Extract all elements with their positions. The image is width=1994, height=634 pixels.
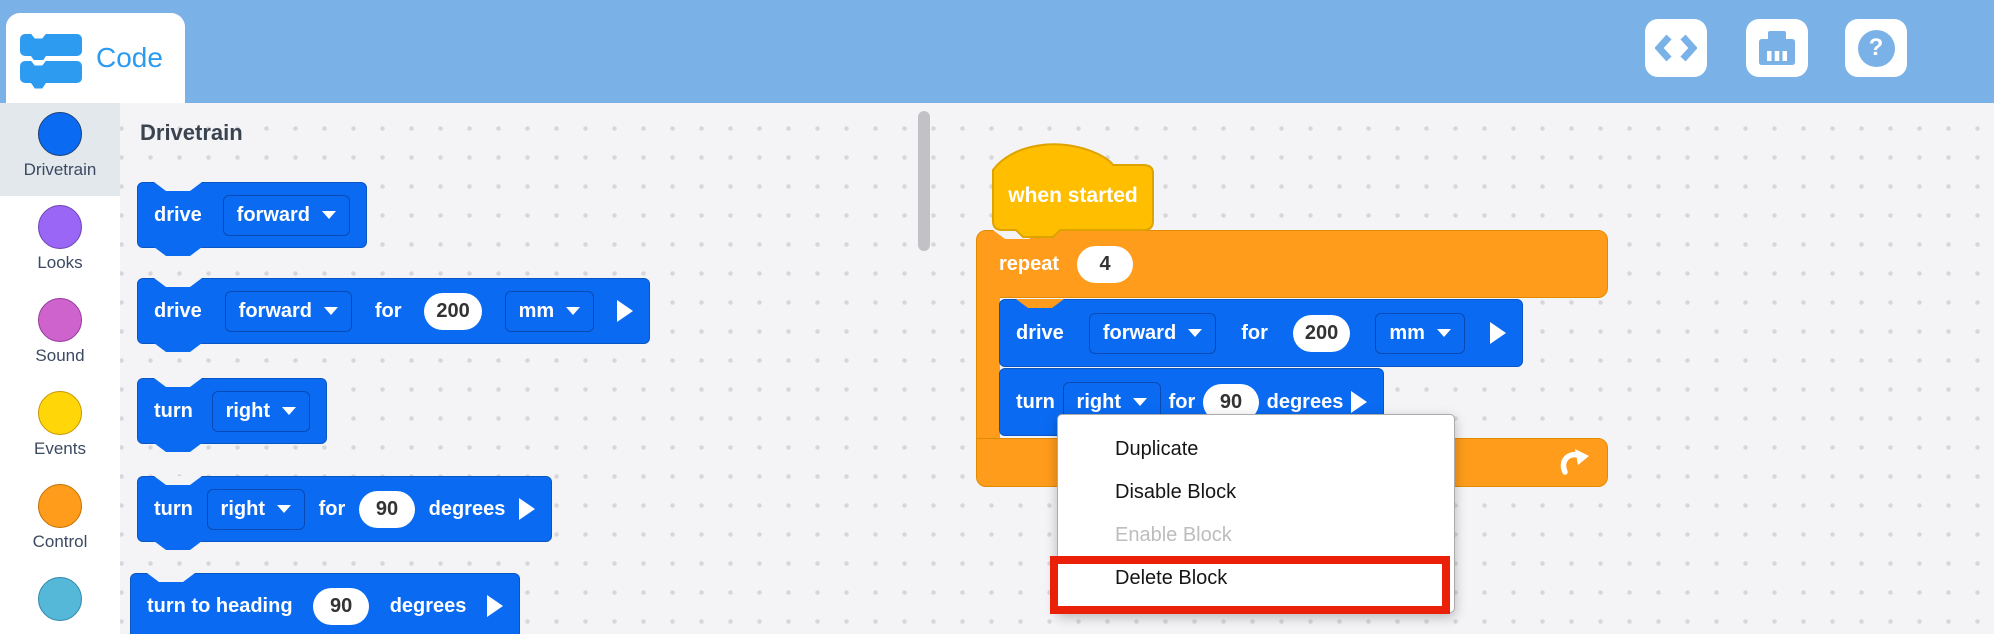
looks-category-icon (38, 205, 82, 249)
unit-dropdown[interactable]: mm (504, 290, 595, 332)
tab-code[interactable]: Code (6, 13, 185, 103)
chevron-down-icon (566, 307, 581, 315)
when-started-block[interactable]: when started (990, 140, 1156, 238)
block-label: drive (154, 299, 202, 322)
sidebar-item-sensing[interactable] (0, 568, 120, 634)
workspace-block-drive-for[interactable]: drive forward for 200 mm (999, 299, 1523, 367)
run-block-icon[interactable] (487, 595, 503, 617)
block-label: drive (154, 203, 202, 226)
sidebar-item-label: Looks (37, 253, 83, 272)
palette-block-turn-to-heading[interactable]: turn to heading 90 degrees (130, 573, 520, 634)
help-icon: ? (1857, 29, 1895, 67)
sidebar-item-control[interactable]: Control (0, 475, 120, 568)
sidebar-item-label: Control (32, 532, 88, 551)
direction-dropdown[interactable]: forward (224, 290, 352, 332)
menu-item-disable-block[interactable]: Disable Block (1115, 481, 1237, 503)
repeat-block-arm[interactable] (976, 297, 1000, 439)
events-category-icon (38, 391, 82, 435)
distance-input[interactable]: 200 (424, 292, 482, 330)
brain-icon (1759, 31, 1795, 65)
code-brackets-icon (1655, 34, 1697, 62)
direction-dropdown[interactable]: right (206, 488, 305, 530)
chevron-down-icon (322, 211, 336, 219)
unit-dropdown[interactable]: mm (1375, 312, 1465, 354)
chevron-down-icon (282, 407, 296, 415)
block-label: turn (1016, 390, 1055, 413)
block-label: degrees (389, 594, 467, 617)
palette-block-drive-for[interactable]: drive forward for 200 mm (137, 278, 650, 352)
direction-dropdown[interactable]: forward (1088, 312, 1217, 354)
block-label: drive (1016, 321, 1064, 344)
control-category-icon (38, 484, 82, 528)
block-label: turn to heading (147, 594, 293, 617)
sensing-category-icon (38, 577, 82, 621)
sidebar-item-drivetrain[interactable]: Drivetrain (0, 103, 120, 196)
direction-dropdown[interactable]: right (211, 390, 310, 432)
menu-item-enable-block: Enable Block (1115, 524, 1232, 546)
hat-block-shape (992, 143, 1154, 238)
device-brain-button[interactable] (1746, 19, 1808, 77)
tab-code-label: Code (96, 42, 163, 73)
chevron-down-icon (1132, 398, 1147, 406)
code-view-button[interactable] (1645, 19, 1707, 77)
category-sidebar: Drivetrain Looks Sound Events Control (0, 103, 120, 634)
block-label: for (374, 299, 402, 322)
block-label: turn (154, 399, 193, 422)
chevron-down-icon (276, 505, 291, 513)
run-block-icon[interactable] (1351, 391, 1367, 413)
block-label: degrees (428, 497, 506, 520)
sidebar-item-label: Sound (35, 346, 85, 365)
help-button[interactable]: ? (1845, 19, 1907, 77)
chevron-down-icon (1436, 329, 1451, 337)
delete-block-highlight-annotation (1050, 556, 1450, 614)
menu-item-delete-block[interactable]: Delete Block (1115, 567, 1228, 589)
palette-scrollbar[interactable] (918, 111, 930, 251)
angle-input[interactable]: 90 (358, 490, 415, 528)
sidebar-item-label: Drivetrain (23, 160, 97, 179)
sound-category-icon (38, 298, 82, 342)
distance-input[interactable]: 200 (1292, 314, 1351, 352)
loop-arrow-icon (1560, 449, 1589, 475)
blocks-logo-icon (20, 32, 82, 89)
repeat-count-input[interactable]: 4 (1077, 245, 1134, 283)
palette-title: Drivetrain (140, 120, 243, 145)
repeat-block[interactable]: repeat 4 (976, 230, 1608, 298)
run-block-icon[interactable] (519, 498, 535, 520)
top-toolbar: Code ? (0, 0, 1994, 103)
run-block-icon[interactable] (1489, 322, 1506, 344)
sidebar-item-label: Events (34, 439, 86, 458)
chevron-down-icon (1188, 329, 1203, 337)
hat-label: when started (1008, 184, 1138, 207)
block-label: for (1241, 321, 1268, 344)
chevron-down-icon (324, 307, 338, 315)
heading-input[interactable]: 90 (313, 587, 370, 625)
run-block-icon[interactable] (617, 300, 633, 322)
block-label: degrees (1266, 390, 1344, 413)
block-label: repeat (999, 252, 1060, 275)
sidebar-item-looks[interactable]: Looks (0, 196, 120, 289)
palette-block-drive[interactable]: drive forward (137, 182, 367, 256)
menu-item-duplicate[interactable]: Duplicate (1115, 438, 1199, 460)
palette-block-turn-for[interactable]: turn right for 90 degrees (137, 476, 552, 550)
drivetrain-category-icon (38, 112, 82, 156)
palette-block-turn[interactable]: turn right (137, 378, 327, 452)
direction-dropdown[interactable]: forward (222, 194, 350, 236)
sidebar-item-events[interactable]: Events (0, 382, 120, 475)
block-label: for (318, 497, 346, 520)
block-label: for (1168, 390, 1196, 413)
sidebar-item-sound[interactable]: Sound (0, 289, 120, 382)
block-label: turn (154, 497, 193, 520)
